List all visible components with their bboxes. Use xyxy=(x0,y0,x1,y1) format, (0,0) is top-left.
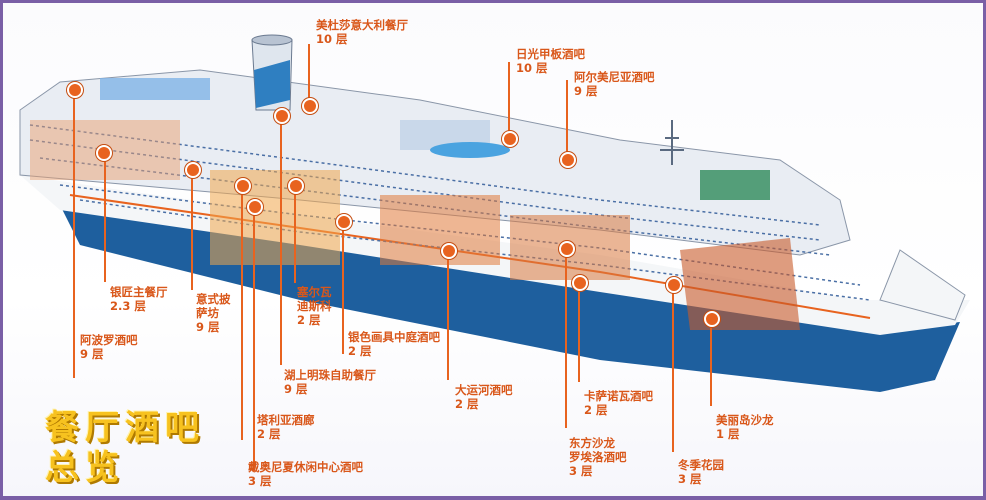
marker-dot xyxy=(559,241,575,257)
marker-dot xyxy=(302,98,318,114)
frame-bottom xyxy=(0,496,986,500)
frame-left xyxy=(0,0,3,500)
leader-line xyxy=(73,90,75,378)
marker-dot xyxy=(572,275,588,291)
leader-line xyxy=(104,152,106,282)
leader-line xyxy=(566,80,568,156)
marker-dot xyxy=(185,162,201,178)
leader-line xyxy=(191,168,193,290)
leader-line xyxy=(253,206,255,471)
marker-dot xyxy=(274,108,290,124)
leader-line xyxy=(508,62,510,137)
marker-dot xyxy=(560,152,576,168)
marker-dot xyxy=(247,199,263,215)
marker-dot xyxy=(502,131,518,147)
leader-line xyxy=(565,248,567,428)
leader-line xyxy=(280,115,282,365)
marker-dot xyxy=(235,178,251,194)
marker-dot xyxy=(441,243,457,259)
leader-line xyxy=(308,44,310,99)
leader-line xyxy=(342,222,344,354)
frame-right xyxy=(983,0,986,500)
marker-dot xyxy=(288,178,304,194)
leader-line xyxy=(294,185,296,283)
marker-dot xyxy=(67,82,83,98)
marker-dot xyxy=(704,311,720,327)
leader-line xyxy=(578,282,580,382)
marker-dot xyxy=(96,145,112,161)
frame-top xyxy=(0,0,986,3)
infographic-title: 餐厅酒吧 总览 xyxy=(45,408,205,488)
leader-line xyxy=(672,284,674,452)
leader-line xyxy=(241,185,243,440)
marker-dot xyxy=(666,277,682,293)
leader-line xyxy=(710,318,712,406)
leader-line xyxy=(447,250,449,380)
marker-dot xyxy=(336,214,352,230)
